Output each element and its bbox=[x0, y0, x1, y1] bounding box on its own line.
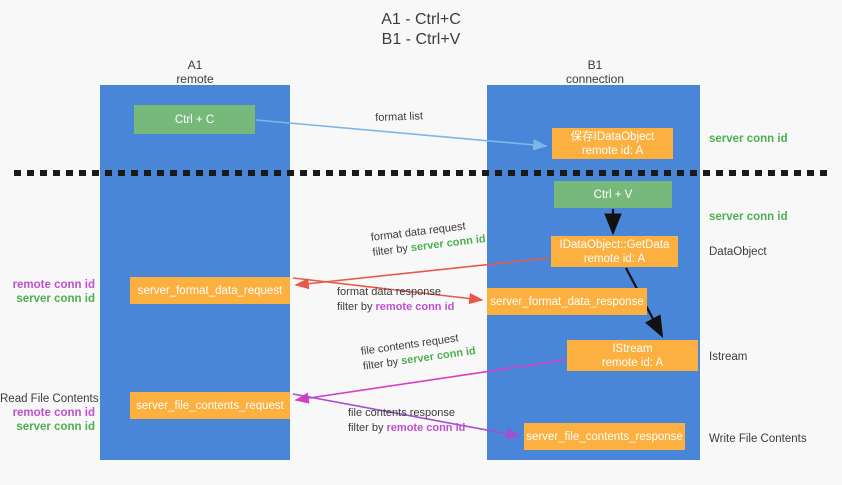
edge-label-format-data-request: format data request filter by server con… bbox=[370, 217, 487, 261]
label-write-file-contents: Write File Contents bbox=[709, 433, 807, 445]
node-server-file-contents-request[interactable]: server_file_contents_request bbox=[130, 392, 290, 419]
label-group-format-data: remote conn id server conn id bbox=[0, 278, 95, 306]
label-read-file-contents: Read File Contents bbox=[0, 393, 99, 405]
node-istream-label: IStream bbox=[612, 342, 653, 355]
label-remote-conn-id-bottom: remote conn id bbox=[12, 407, 95, 419]
column-header-a1: A1 remote bbox=[125, 58, 265, 86]
node-save-idataobject-sublabel: remote id: A bbox=[581, 144, 644, 157]
dashed-divider bbox=[14, 170, 828, 176]
edge-label-format-list: format list bbox=[375, 109, 423, 126]
column-b1-name: B1 bbox=[587, 58, 603, 72]
label-group-read-file-contents: Read File Contents remote conn id server… bbox=[0, 392, 99, 434]
label-server-conn-id-top: server conn id bbox=[709, 133, 788, 145]
label-server-conn-id-middle: server conn id bbox=[709, 211, 788, 223]
node-ctrl-v[interactable]: Ctrl + V bbox=[554, 181, 672, 208]
column-b1-sub: connection bbox=[565, 72, 625, 86]
node-ctrl-v-label: Ctrl + V bbox=[593, 188, 633, 201]
node-save-idataobject[interactable]: 保存IDataObject remote id: A bbox=[552, 128, 673, 159]
node-server-format-data-request-label: server_format_data_request bbox=[137, 284, 283, 297]
node-ctrl-c-label: Ctrl + C bbox=[174, 113, 215, 126]
page-title: A1 - Ctrl+C B1 - Ctrl+V bbox=[0, 10, 842, 50]
node-server-format-data-request[interactable]: server_format_data_request bbox=[130, 277, 290, 304]
node-istream-sublabel: remote id: A bbox=[601, 356, 664, 369]
edge-label-format-list-text: format list bbox=[375, 110, 424, 124]
node-server-format-data-response-label: server_format_data_response bbox=[490, 295, 644, 308]
node-idataobject-getdata-label: IDataObject::GetData bbox=[559, 238, 670, 251]
edge-label-file-contents-response-text: file contents response bbox=[348, 407, 456, 419]
label-server-conn-id-left-bottom: server conn id bbox=[16, 421, 95, 433]
node-save-idataobject-label: 保存IDataObject bbox=[570, 130, 655, 143]
label-istream: Istream bbox=[709, 351, 748, 363]
node-server-file-contents-response[interactable]: server_file_contents_response bbox=[524, 423, 685, 450]
node-server-file-contents-response-label: server_file_contents_response bbox=[526, 430, 683, 443]
node-server-format-data-response[interactable]: server_format_data_response bbox=[487, 288, 647, 315]
title-line-2: B1 - Ctrl+V bbox=[381, 31, 461, 48]
filter-prefix: filter by bbox=[371, 242, 412, 259]
label-dataobject: DataObject bbox=[709, 246, 767, 258]
label-server-conn-id-left-middle: server conn id bbox=[16, 293, 95, 305]
edge-label-file-contents-response-filter: filter by remote conn id bbox=[348, 421, 465, 436]
label-remote-conn-id-middle: remote conn id bbox=[12, 279, 95, 291]
edge-label-format-data-response-filter: filter by remote conn id bbox=[337, 300, 454, 315]
node-ctrl-c[interactable]: Ctrl + C bbox=[134, 105, 255, 134]
node-idataobject-getdata-sublabel: remote id: A bbox=[583, 252, 646, 265]
node-istream[interactable]: IStream remote id: A bbox=[567, 340, 698, 371]
title-line-1: A1 - Ctrl+C bbox=[381, 11, 461, 28]
filter-prefix: filter by bbox=[337, 301, 376, 313]
column-a1-name: A1 bbox=[187, 58, 203, 72]
edge-label-format-data-response-text: format data response bbox=[337, 286, 441, 298]
node-server-file-contents-request-label: server_file_contents_request bbox=[136, 399, 284, 412]
filter-prefix: filter by bbox=[362, 355, 403, 373]
node-idataobject-getdata[interactable]: IDataObject::GetData remote id: A bbox=[551, 236, 678, 267]
filter-value-remote-conn-id: remote conn id bbox=[386, 422, 466, 434]
edge-label-format-data-response: format data response filter by remote co… bbox=[337, 285, 454, 315]
edge-label-file-contents-response: file contents response filter by remote … bbox=[348, 406, 465, 436]
edge-label-file-contents-request: file contents request filter by server c… bbox=[360, 329, 477, 375]
filter-prefix: filter by bbox=[348, 422, 387, 434]
column-header-b1: B1 connection bbox=[525, 58, 665, 86]
column-a1-sub: remote bbox=[176, 72, 214, 86]
filter-value-remote-conn-id: remote conn id bbox=[375, 301, 455, 313]
